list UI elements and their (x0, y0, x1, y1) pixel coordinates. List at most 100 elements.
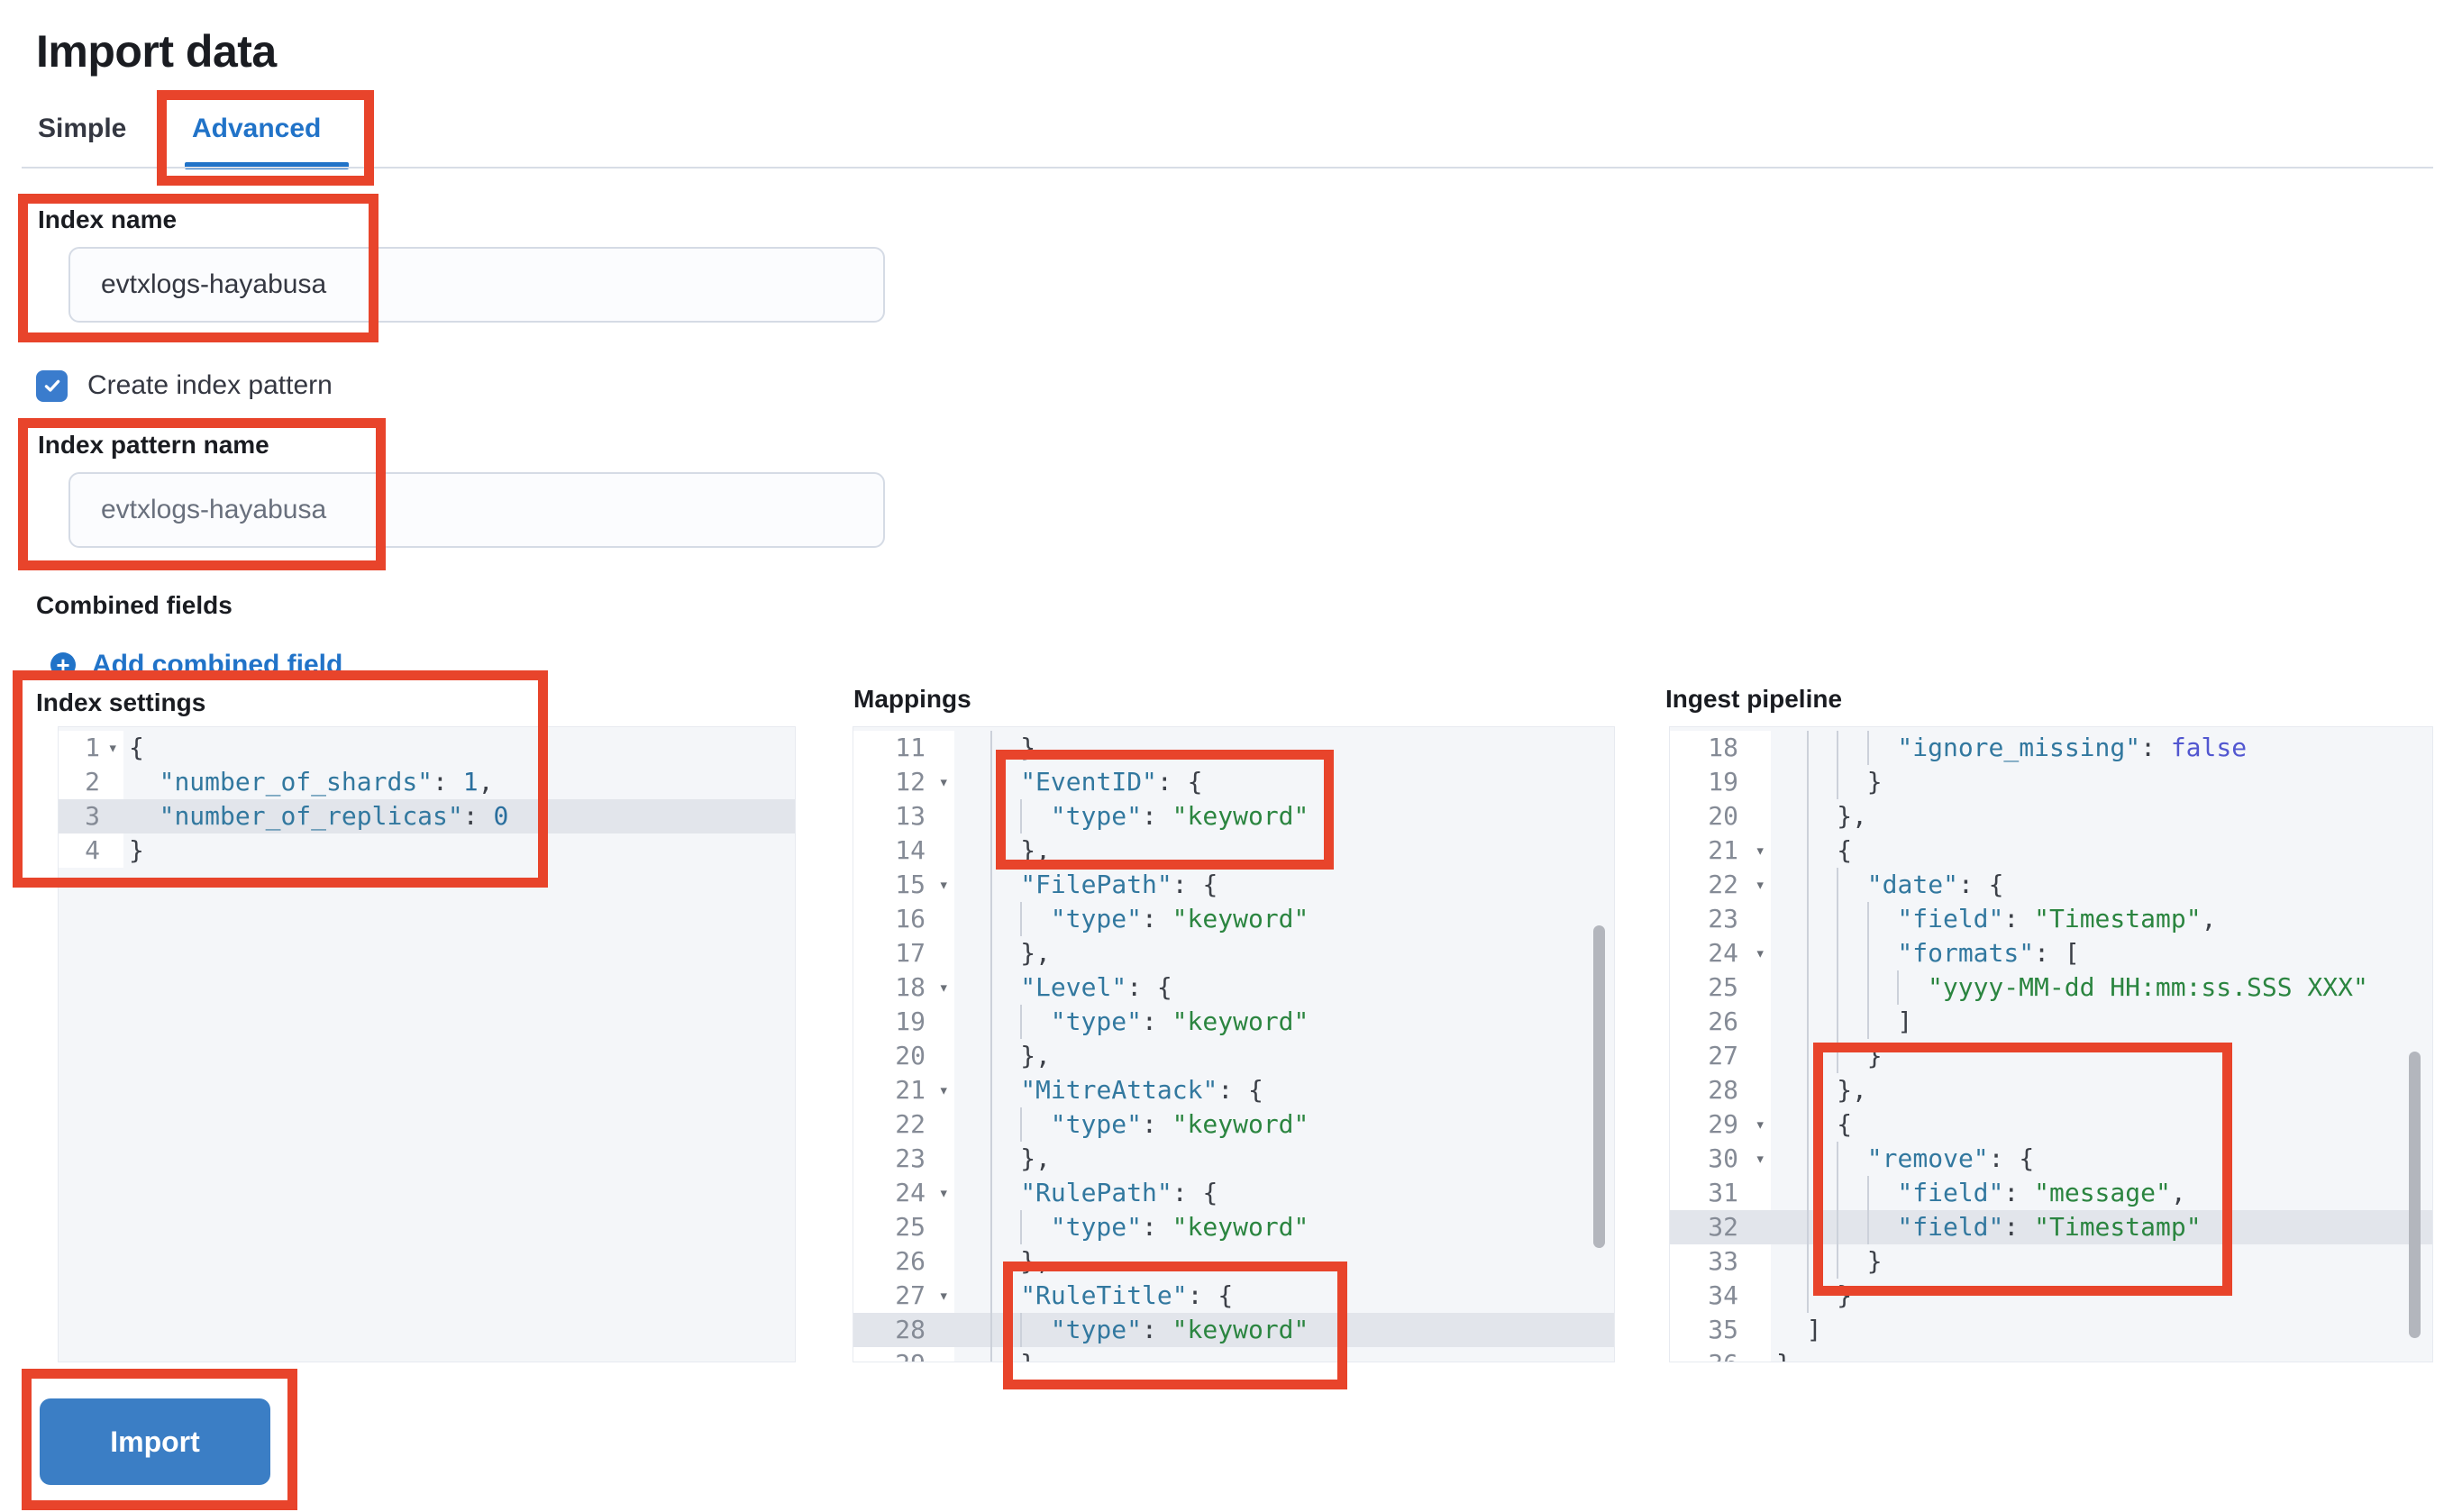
code-line: 18"ignore_missing": false (1670, 731, 2432, 765)
fold-arrow-icon[interactable]: ▾ (938, 1183, 949, 1203)
line-number: 20 (1670, 799, 1771, 833)
indent-guide (1806, 1039, 1809, 1073)
index-settings-editor[interactable]: 1▾{2"number_of_shards": 1,3"number_of_re… (58, 726, 796, 1362)
indent-guide (989, 1210, 992, 1244)
line-number: 25 (1670, 970, 1771, 1005)
import-button[interactable]: Import (40, 1398, 270, 1485)
code-line: 26}, (853, 1244, 1614, 1279)
line-number: 14 (853, 833, 954, 868)
fold-arrow-icon[interactable]: ▾ (938, 772, 949, 792)
indent-guide (1866, 970, 1869, 1005)
indent-guide (989, 1279, 992, 1313)
line-number: 22 (853, 1107, 954, 1142)
fold-arrow-icon[interactable]: ▾ (1755, 1149, 1765, 1169)
create-index-pattern-checkbox[interactable] (36, 369, 68, 402)
line-number: 15▾ (853, 868, 954, 902)
line-number: 21▾ (853, 1073, 954, 1107)
indent-guide (989, 1107, 992, 1142)
indent-guide (989, 902, 992, 936)
index-name-input[interactable] (68, 247, 885, 323)
indent-guide (1837, 1176, 1839, 1210)
code-line: 20}, (853, 1039, 1614, 1073)
fold-arrow-icon[interactable]: ▾ (938, 1286, 949, 1306)
fold-arrow-icon[interactable]: ▾ (938, 978, 949, 997)
plus-icon: + (50, 652, 76, 678)
indent-guide (1866, 1176, 1869, 1210)
line-number: 26 (1670, 1005, 1771, 1039)
line-number: 23 (1670, 902, 1771, 936)
line-number: 2 (59, 765, 123, 799)
tab-advanced[interactable]: Advanced (192, 114, 322, 143)
line-number: 13 (853, 799, 954, 833)
line-number: 29▾ (1670, 1107, 1771, 1142)
indent-guide (1897, 970, 1900, 1005)
indent-guide (1020, 1005, 1023, 1039)
line-number: 16 (853, 902, 954, 936)
indent-guide (1806, 1107, 1809, 1142)
indent-guide (1806, 765, 1809, 799)
fold-arrow-icon[interactable]: ▾ (1755, 943, 1765, 963)
mappings-label: Mappings (853, 685, 971, 713)
add-combined-field-label: Add combined field (92, 650, 343, 679)
create-index-pattern-label[interactable]: Create index pattern (87, 370, 333, 400)
line-number: 19 (1670, 765, 1771, 799)
indent-guide (1837, 1039, 1839, 1073)
line-number: 35 (1670, 1313, 1771, 1347)
line-number: 3 (59, 799, 123, 833)
indent-guide (1837, 731, 1839, 765)
indent-guide (1806, 1244, 1809, 1279)
tab-simple[interactable]: Simple (38, 114, 127, 143)
code-line: 24▾"RulePath": { (853, 1176, 1614, 1210)
indent-guide (1806, 1279, 1809, 1313)
indent-guide (1806, 833, 1809, 868)
indent-guide (1866, 731, 1869, 765)
indent-guide (989, 1176, 992, 1210)
fold-arrow-icon[interactable]: ▾ (1755, 875, 1765, 895)
line-number: 21▾ (1670, 833, 1771, 868)
line-number: 23 (853, 1142, 954, 1176)
code-line: 21▾"MitreAttack": { (853, 1073, 1614, 1107)
code-line: 3"number_of_replicas": 0 (59, 799, 795, 833)
fold-arrow-icon[interactable]: ▾ (107, 738, 118, 758)
indent-guide (989, 970, 992, 1005)
line-number: 29 (853, 1347, 954, 1362)
mappings-editor[interactable]: 11},12▾"EventID": {13"type": "keyword"14… (853, 726, 1615, 1362)
line-number: 28 (853, 1313, 954, 1347)
code-line: 23}, (853, 1142, 1614, 1176)
create-index-pattern-row: Create index pattern (36, 368, 333, 404)
line-number: 34 (1670, 1279, 1771, 1313)
index-name-label: Index name (38, 205, 178, 233)
indent-guide (1866, 1005, 1869, 1039)
code-line: 35] (1670, 1313, 2432, 1347)
index-pattern-name-input[interactable] (68, 472, 885, 548)
indent-guide (989, 868, 992, 902)
line-number: 12▾ (853, 765, 954, 799)
fold-arrow-icon[interactable]: ▾ (938, 875, 949, 895)
code-line: 25"type": "keyword" (853, 1210, 1614, 1244)
code-line: 31"field": "message", (1670, 1176, 2432, 1210)
combined-fields-label: Combined fields (36, 591, 233, 619)
code-line: 29▾{ (1670, 1107, 2432, 1142)
line-number: 4 (59, 833, 123, 868)
indent-guide (989, 936, 992, 970)
fold-arrow-icon[interactable]: ▾ (938, 1080, 949, 1100)
active-tab-underline (185, 162, 349, 169)
mappings-editor-scrollbar[interactable] (1593, 925, 1605, 1248)
code-line: 30▾"remove": { (1670, 1142, 2432, 1176)
code-line: 14}, (853, 833, 1614, 868)
indent-guide (1806, 1142, 1809, 1176)
indent-guide (1806, 936, 1809, 970)
fold-arrow-icon[interactable]: ▾ (1755, 1115, 1765, 1134)
code-line: 2"number_of_shards": 1, (59, 765, 795, 799)
add-combined-field-link[interactable]: + Add combined field (50, 649, 342, 681)
code-line: 19"type": "keyword" (853, 1005, 1614, 1039)
indent-guide (989, 1005, 992, 1039)
code-line: 25"yyyy-MM-dd HH:mm:ss.SSS XXX" (1670, 970, 2432, 1005)
indent-guide (1806, 731, 1809, 765)
indent-guide (1837, 1005, 1839, 1039)
ingest-editor-scrollbar[interactable] (2409, 1052, 2421, 1338)
code-line: 32"field": "Timestamp" (1670, 1210, 2432, 1244)
code-line: 20}, (1670, 799, 2432, 833)
fold-arrow-icon[interactable]: ▾ (1755, 841, 1765, 861)
